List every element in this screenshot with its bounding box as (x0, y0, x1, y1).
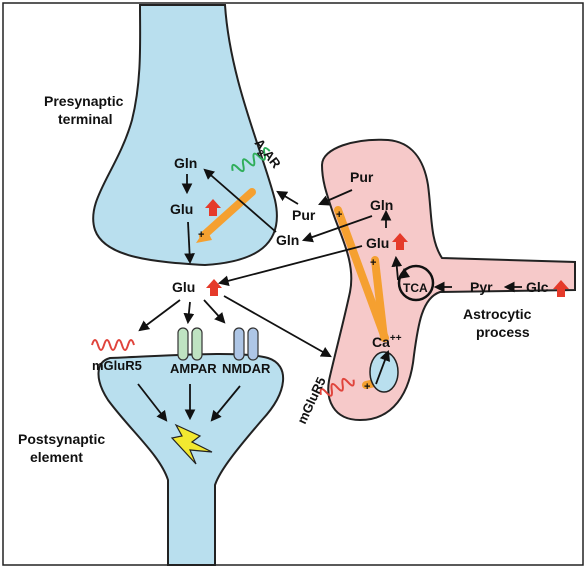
gln-astrocyte: Gln (370, 197, 393, 213)
presynaptic-label-line2: terminal (58, 111, 112, 127)
nmdar-label: NMDAR (222, 361, 271, 376)
astro-label-line2: process (476, 324, 530, 340)
plus-mark: + (370, 257, 376, 269)
mglur5-post-label: mGluR5 (92, 358, 142, 373)
pyr-label: Pyr (470, 279, 493, 295)
glc-label: Glc (526, 279, 549, 295)
ca-store-organelle-icon (370, 352, 398, 392)
gln-presynaptic: Gln (174, 155, 197, 171)
pur-astrocyte: Pur (350, 169, 374, 185)
plus-mark: + (336, 209, 342, 221)
postsynaptic-label-line1: Postsynaptic (18, 431, 105, 447)
ampar-label: AMPAR (170, 361, 217, 376)
presynaptic-label-line1: Presynaptic (44, 93, 124, 109)
postsynaptic-label-line2: element (30, 449, 83, 465)
astro-label-line1: Astrocytic (463, 306, 532, 322)
gln-extracellular: Gln (276, 232, 299, 248)
glu-presynaptic: Glu (170, 201, 193, 217)
glu-cleft: Glu (172, 279, 195, 295)
tca-label: TCA (403, 281, 428, 295)
plus-mark: + (198, 229, 204, 241)
glu-astrocyte: Glu (366, 235, 389, 251)
plus-mark: + (364, 381, 370, 393)
pur-extracellular: Pur (292, 207, 316, 223)
